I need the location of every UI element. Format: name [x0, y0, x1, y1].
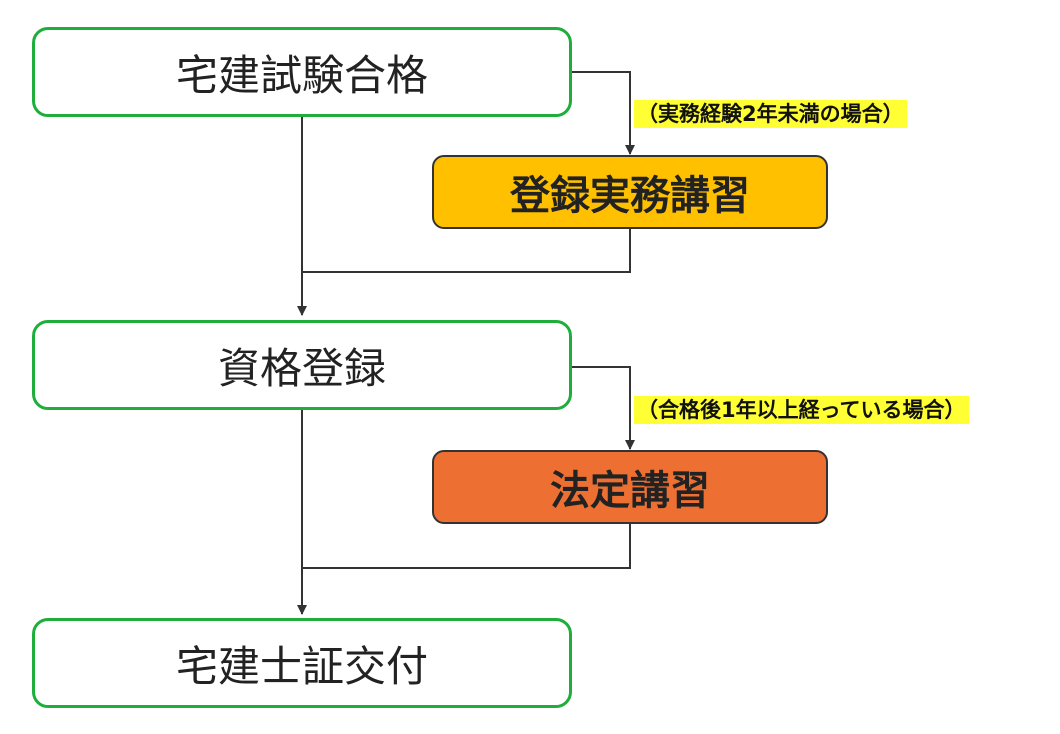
connector-course-return — [302, 228, 631, 273]
node-statutory-course-label: 法定講習 — [550, 468, 710, 514]
node-exam-pass-label: 宅建試験合格 — [175, 50, 428, 100]
node-qualification-registration: 資格登録 — [32, 320, 572, 410]
connector-exam-to-course — [570, 71, 635, 155]
node-statutory-course: 法定講習 — [432, 450, 828, 524]
node-registration-course: 登録実務講習 — [432, 155, 828, 229]
connector-registration-to-statutory — [570, 366, 635, 450]
node-registration-course-label: 登録実務講習 — [510, 173, 750, 219]
connector-statutory-return — [302, 523, 631, 569]
node-certificate-issuance: 宅建士証交付 — [32, 618, 572, 708]
condition-experience-under-2-years: （実務経験2年未満の場合） — [634, 100, 907, 128]
condition-over-1-year-after-pass: （合格後1年以上経っている場合） — [634, 396, 969, 424]
node-certificate-issuance-label: 宅建士証交付 — [175, 641, 428, 691]
node-qualification-registration-label: 資格登録 — [217, 343, 386, 393]
node-exam-pass: 宅建試験合格 — [32, 27, 572, 117]
